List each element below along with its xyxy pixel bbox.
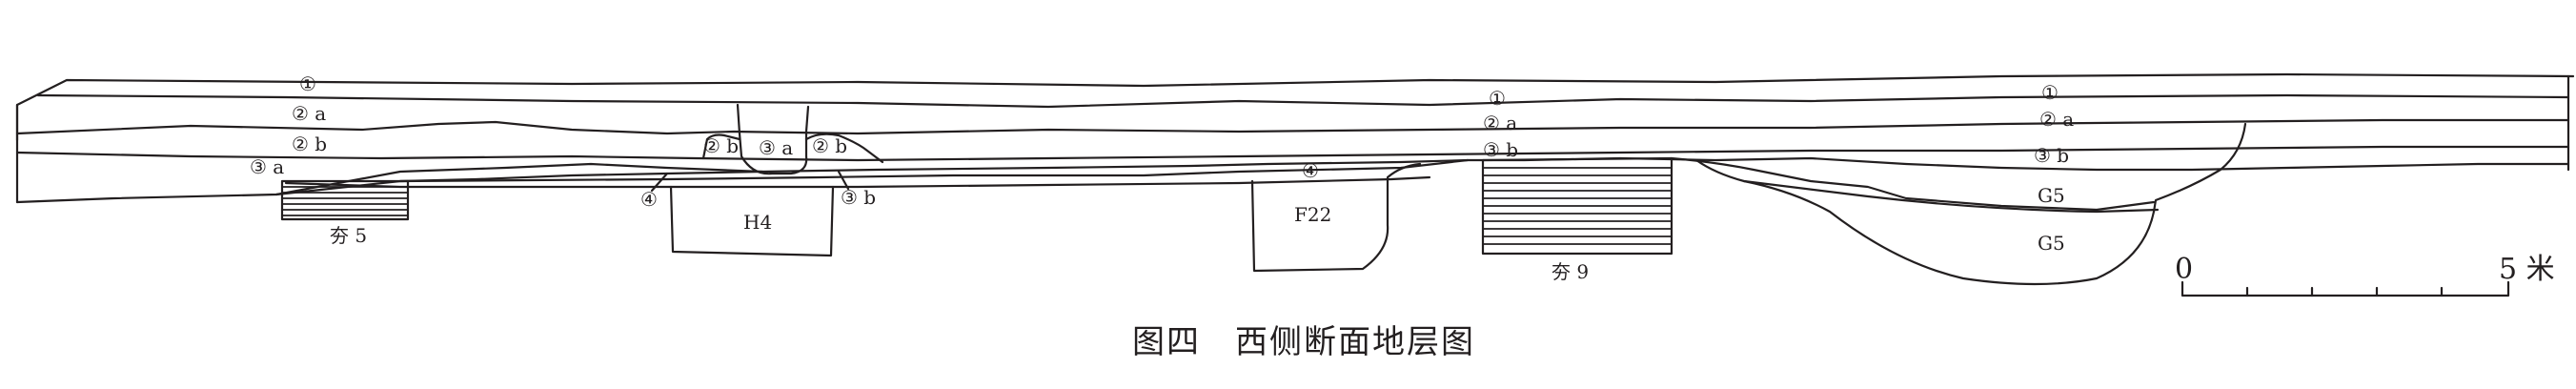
layer-4-line (398, 158, 1470, 183)
scale-end-label: 5 米 (2499, 253, 2555, 286)
layer-2b-label: ② b (703, 134, 739, 157)
layer-4-lower-line (284, 175, 1431, 189)
layer-3b-label: ③ b (841, 186, 876, 209)
layer-2a-label: ② a (1483, 112, 1517, 134)
feature-kang9-label: 夯 9 (1552, 260, 1589, 283)
pocket-2b-left (701, 133, 741, 160)
figure-caption: 图四 西侧断面地层图 (1132, 323, 1475, 361)
boundary-2a-2b (15, 118, 2570, 135)
layer-2a-label: ② a (292, 102, 326, 125)
layer-3b-label: ③ b (2034, 144, 2069, 167)
pit-3a (736, 103, 810, 175)
layer-1-label: ① (299, 72, 316, 95)
g5-ditch (1742, 122, 2247, 286)
feature-g5-lower-label: G5 (2038, 232, 2065, 255)
h4-pit (669, 185, 835, 257)
layer-2a-label: ② a (2039, 108, 2074, 131)
scale-start-label: 0 (2175, 253, 2193, 286)
leader-line (650, 172, 669, 193)
layer-2b-label: ② b (812, 134, 847, 157)
feature-f22-label: F22 (1294, 203, 1331, 226)
f22-feature (1250, 162, 1422, 273)
surface-line (15, 72, 2575, 142)
layer-1-label: ① (2041, 81, 2059, 104)
boundary-1-2a (36, 93, 2570, 109)
layer-4-label: ④ (1302, 159, 1319, 182)
pocket-2b-right (804, 133, 884, 164)
scale-bar (2180, 280, 2510, 297)
layer-3a-label: ③ a (250, 155, 284, 178)
boundary-3b-g5 (1670, 156, 2156, 212)
kang5-block (280, 179, 410, 221)
kang9-block (1481, 156, 1673, 256)
feature-kang5-label: 夯 5 (330, 224, 367, 247)
layer-3a-label: ③ a (759, 136, 793, 159)
layer-2b-label: ② b (292, 133, 327, 155)
g5-upper (1694, 158, 2160, 214)
layer-4-label: ④ (640, 188, 658, 211)
boundary-3a-4 (274, 170, 764, 196)
layer-1-label: ① (1489, 87, 1506, 110)
layer-3b-label: ③ b (1483, 138, 1518, 161)
section-base (15, 156, 2570, 204)
boundary-2b-3a (15, 145, 2570, 162)
feature-h4-label: H4 (743, 211, 772, 234)
leader-line (837, 170, 850, 191)
feature-g5-upper-label: G5 (2038, 184, 2065, 207)
